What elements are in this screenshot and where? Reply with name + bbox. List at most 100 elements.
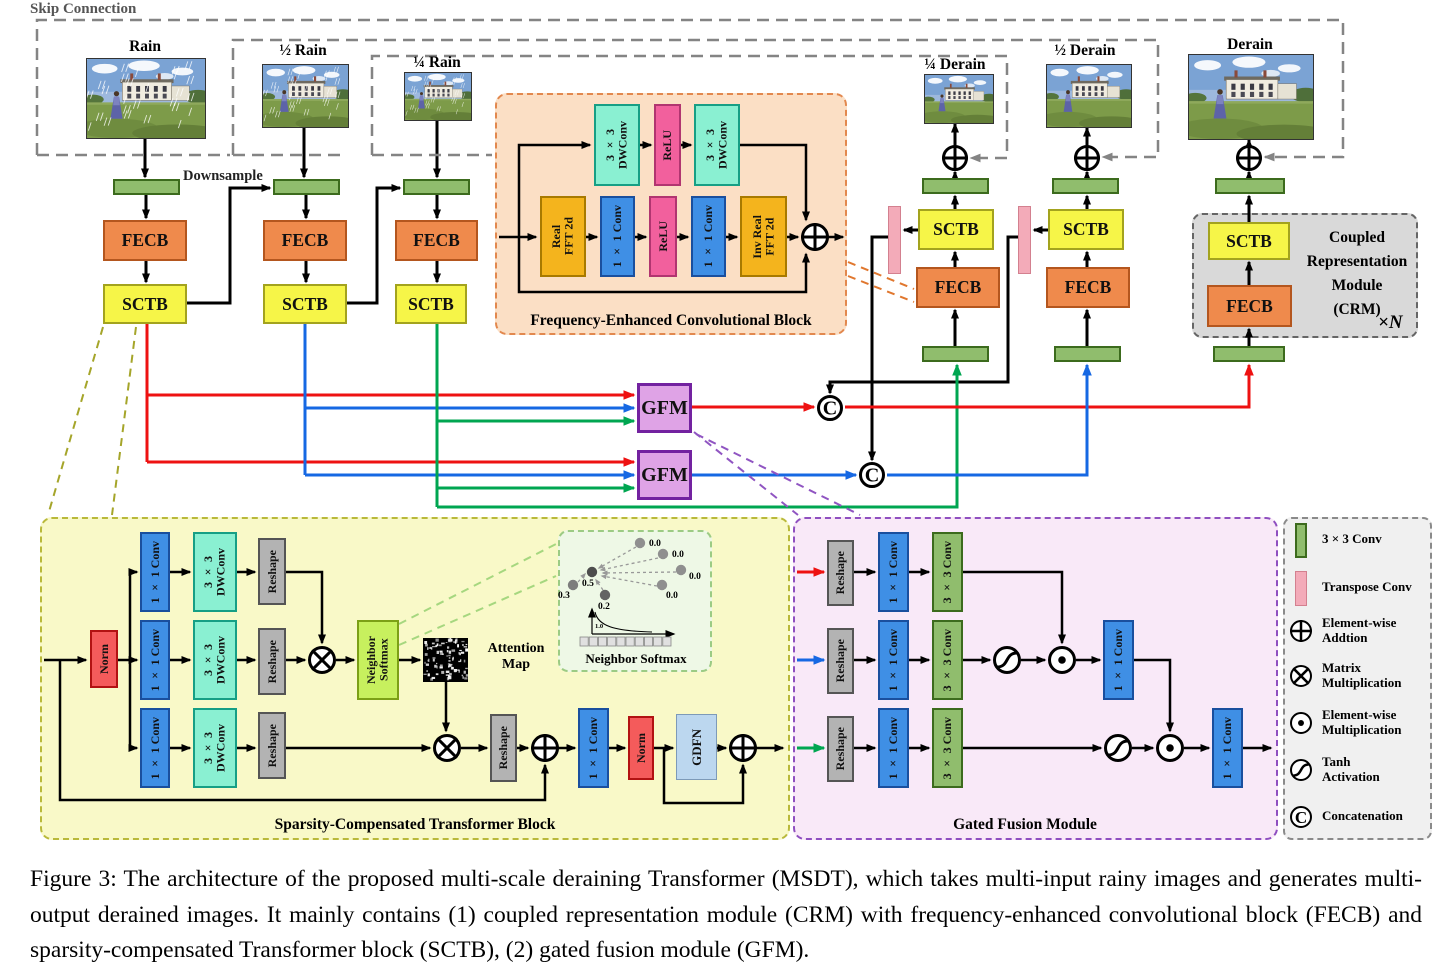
svg-text:C: C <box>1294 808 1306 827</box>
transpose-conv-bar <box>1295 571 1307 606</box>
photo-quarter_derain <box>924 74 994 124</box>
matrix-multiplication-legend-label: Matrix Multiplication <box>1322 660 1402 690</box>
neighbor-softmax-inset-title: Neighbor Softmax <box>585 651 687 666</box>
sctb-add-1-icon <box>531 734 559 762</box>
neighbor-softmax-block: Neighbor Softmax <box>357 620 399 700</box>
gfm-detail-title: Gated Fusion Module <box>953 816 1097 833</box>
sctb-norm-2: Norm <box>628 716 654 780</box>
downsample-bar-half <box>273 179 340 195</box>
fecb-encoder-quarter: FECB <box>395 220 478 261</box>
crm-label: Coupled Representation Module (CRM) <box>1306 229 1408 318</box>
gfm-emul-2-icon <box>1156 734 1184 762</box>
fecb-inv-real-fft: Inv Real FFT 2d <box>740 196 787 277</box>
svg-text:C: C <box>823 398 838 420</box>
sctb-encoder-half-label: SCTB <box>282 293 328 314</box>
sctb-conv1x1-out: 1 × 1 Conv <box>578 708 609 788</box>
fecb-decoder-half-label: FECB <box>1064 277 1112 298</box>
wire <box>868 235 888 462</box>
wire <box>847 275 915 303</box>
gfm-conv1x1-1-label: 1 × 1 Conv <box>886 540 901 604</box>
neighbor-softmax-block-label: Neighbor Softmax <box>364 636 391 684</box>
fecb-conv1x1-2: 1 × 1 Conv <box>691 196 726 277</box>
attention-map-label: Attention Map <box>487 641 545 672</box>
gfm-conv1x1-mid: 1 × 1 Conv <box>1103 620 1134 700</box>
gfm-tanh-1-icon <box>993 646 1021 674</box>
concat-2-icon: C <box>859 462 885 488</box>
skip-connection-label: Skip Connection <box>30 1 137 17</box>
sctb-detail-title: Sparsity-Compensated Transformer Block <box>274 816 556 833</box>
concatenation-legend-label: Concatenation <box>1322 808 1403 823</box>
conv3x3-bar <box>1295 523 1307 558</box>
neighbor-softmax-inset <box>558 530 712 672</box>
input-bar-half <box>1054 346 1121 362</box>
sctb-norm-1-label: Norm <box>96 644 111 674</box>
sctb-gdfn-label: GDFN <box>688 728 704 766</box>
gfm-1: GFM <box>637 383 692 433</box>
transpose-conv-bar-legend-label: Transpose Conv <box>1322 579 1412 594</box>
gfm-conv3x3-2: 3 × 3 Conv <box>932 620 963 700</box>
sctb-encoder-quarter: SCTB <box>395 284 467 324</box>
wire <box>347 184 402 305</box>
sctb-dwconv-k-label: 3 × 3 DWConv <box>201 635 228 684</box>
fecb-decoder-half: FECB <box>1046 267 1130 308</box>
sctb-reshape-k: Reshape <box>258 628 286 695</box>
sctb-dwconv-q-label: 3 × 3 DWConv <box>201 547 228 596</box>
sctb-matmul-2-icon <box>433 734 461 762</box>
photo-label-rain: Rain <box>129 38 161 55</box>
gfm-emul-1-icon <box>1048 646 1076 674</box>
fecb-decoder-quarter-label: FECB <box>934 277 982 298</box>
concatenation-icon: C <box>1290 806 1312 828</box>
sctb-reshape-q-label: Reshape <box>264 549 279 594</box>
fecb-relu-1: ReLU <box>654 104 681 186</box>
element-wise-multiplication-icon <box>1290 712 1312 734</box>
gfm-conv3x3-3-label: 3 × 3 Conv <box>940 716 955 780</box>
figure-caption: Figure 3: The architecture of the propos… <box>30 866 1422 963</box>
input-bar-full <box>1213 346 1285 362</box>
sctb-crm-label: SCTB <box>1226 230 1272 251</box>
add-skip-half-icon <box>1074 145 1100 171</box>
fecb-decoder-quarter: FECB <box>916 267 1000 308</box>
gfm-conv1x1-mid-label: 1 × 1 Conv <box>1111 628 1126 692</box>
photo-derain <box>1188 54 1314 140</box>
transpose-conv-bar-half <box>1018 206 1031 274</box>
gfm-detail-box <box>793 517 1278 840</box>
gfm-2-label: GFM <box>641 463 688 486</box>
wire <box>187 184 272 305</box>
fecb-encoder-quarter-label: FECB <box>413 230 460 251</box>
wire <box>887 363 1092 477</box>
element-wise-multiplication-legend-label: Element-wise Multiplication <box>1322 707 1402 737</box>
fecb-relu-2: ReLU <box>649 196 677 277</box>
gfm-reshape-3: Reshape <box>827 716 854 782</box>
attention-map <box>423 638 468 682</box>
upsample-bar-full-top <box>1215 178 1285 194</box>
sctb-add-2-icon <box>729 734 757 762</box>
gfm-reshape-1: Reshape <box>827 540 854 606</box>
element-wise-addition-legend-label: Element-wise Addtion <box>1322 615 1397 645</box>
crm-repeat-label: ×N <box>1378 312 1403 333</box>
gfm-reshape-1-label: Reshape <box>833 551 848 595</box>
fecb-conv1x1-1-label: 1 × 1 Conv <box>610 205 625 268</box>
sctb-decoder-half: SCTB <box>1048 209 1124 250</box>
fecb-detail-title: Frequency-Enhanced Convolutional Block <box>530 312 812 329</box>
matrix-multiplication-icon <box>1290 665 1312 687</box>
photo-rain <box>86 58 206 139</box>
photo-label-quarter_derain: ¼ Derain <box>924 56 986 73</box>
fecb-conv1x1-1: 1 × 1 Conv <box>600 196 635 277</box>
gfm-reshape-2: Reshape <box>827 628 854 694</box>
downsample-bar-quarter <box>403 179 470 195</box>
fecb-real-fft-label: Real FFT 2d <box>549 217 576 256</box>
fecb-encoder-full: FECB <box>103 220 187 261</box>
downsample-bar-full <box>113 179 180 195</box>
fecb-encoder-half-label: FECB <box>281 230 329 251</box>
fecb-crm: FECB <box>1207 285 1292 327</box>
gfm-conv3x3-1-label: 3 × 3 Conv <box>940 540 955 604</box>
photo-label-half_derain: ½ Derain <box>1054 42 1116 59</box>
element-wise-addition-icon <box>1289 619 1312 642</box>
sctb-reshape-v-label: Reshape <box>264 723 279 768</box>
wire <box>845 363 1254 409</box>
gfm-reshape-3-label: Reshape <box>833 727 848 771</box>
sctb-decoder-quarter: SCTB <box>918 209 994 250</box>
fecb-crm-label: FECB <box>1226 295 1273 316</box>
gfm-conv1x1-out: 1 × 1 Conv <box>1212 708 1243 788</box>
